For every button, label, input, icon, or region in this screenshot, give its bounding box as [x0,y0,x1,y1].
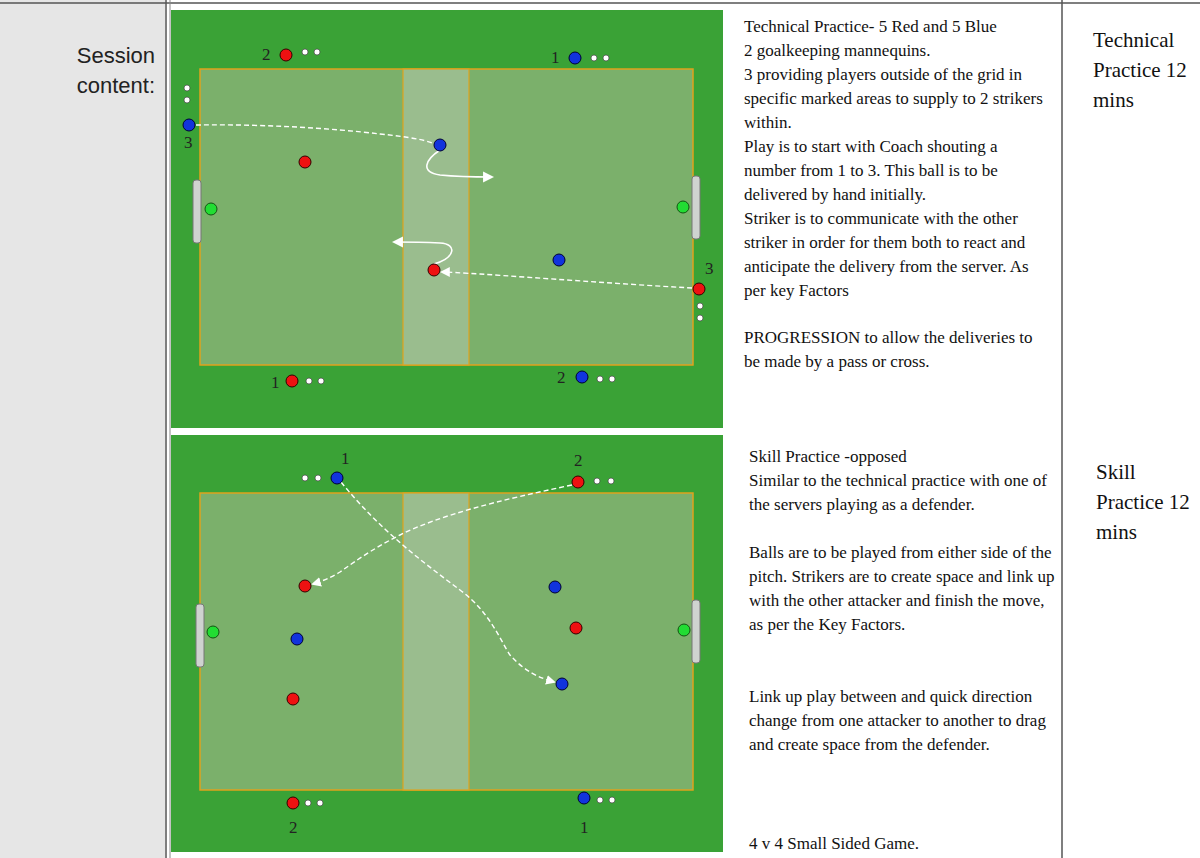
server-number: 2 [289,818,298,838]
server-number: 1 [341,449,350,469]
server-number: 2 [557,368,566,388]
practice-note: Link up play between and quick direction… [749,685,1057,757]
server-number: 1 [580,818,589,838]
practice-note: Play is to start with Coach shouting a n… [744,135,1052,207]
progression-note: PROGRESSION to allow the deliveries to b… [744,326,1052,374]
server-number: 3 [705,259,714,279]
server-number: 1 [271,373,280,393]
practice-heading: Technical Practice- 5 Red and 5 Blue [744,15,1052,39]
practice-note: 2 goalkeeping mannequins. [744,39,1052,63]
duration-label: Skill Practice 12 mins [1096,457,1196,547]
server-number: 1 [551,48,560,68]
practice-heading: Skill Practice -opposed [749,445,1057,469]
server-number: 2 [574,451,583,471]
skill-pitch [171,435,723,852]
duration-label: Technical Practice 12 mins [1093,25,1193,115]
server-number: 3 [184,133,193,153]
practice-note: 3 providing players outside of the grid … [744,63,1052,135]
section-heading: Session content: [15,41,155,101]
server-number: 2 [262,45,271,65]
practice-note: Striker is to communicate with the other… [744,207,1052,303]
practice-note: Similar to the technical practice with o… [749,469,1057,517]
technical-pitch [171,10,723,428]
practice-note: Balls are to be played from either side … [749,541,1057,637]
game-note: 4 v 4 Small Sided Game. [749,832,1057,856]
